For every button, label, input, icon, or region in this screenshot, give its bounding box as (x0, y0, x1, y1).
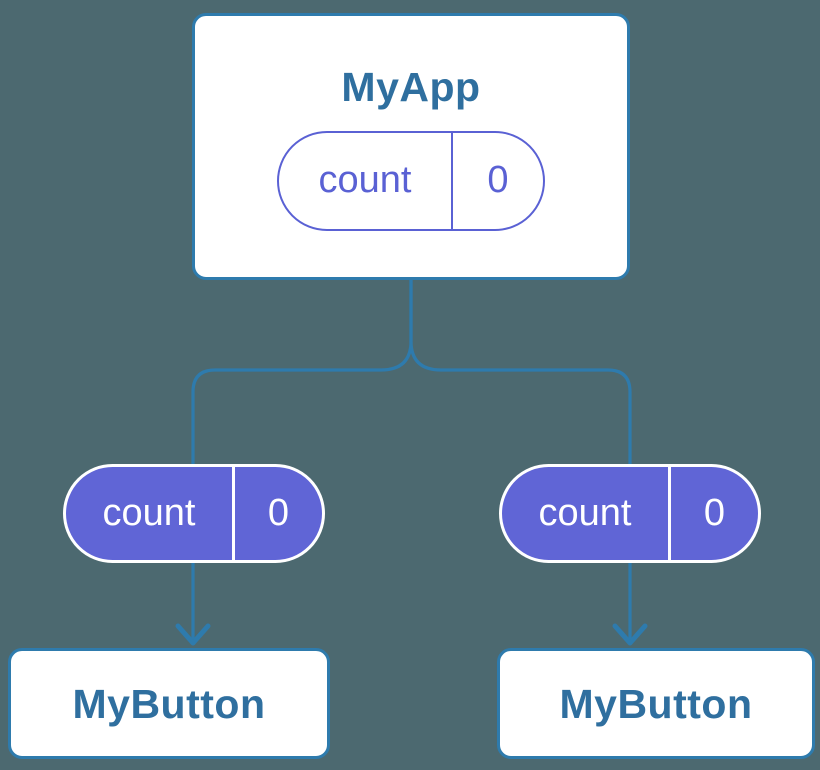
arrow-right-head-icon (612, 623, 648, 646)
branch-left-connector (191, 279, 413, 466)
myapp-title: MyApp (341, 63, 481, 110)
state-value-label: 0 (451, 132, 543, 229)
mybutton-node-left: MyButton (8, 648, 330, 759)
state-name-label: count (318, 159, 412, 201)
prop-name-label: count (538, 492, 632, 534)
mybutton-right-title: MyButton (559, 680, 753, 727)
arrow-left-head-icon (175, 623, 211, 646)
prop-name-label: count (102, 492, 196, 534)
mybutton-left-title: MyButton (72, 680, 266, 727)
prop-pill-left: count 0 (63, 464, 325, 563)
prop-value-label: 0 (668, 467, 758, 560)
mybutton-node-right: MyButton (497, 648, 815, 759)
myapp-node: MyApp count 0 (192, 13, 630, 280)
branch-right-connector (409, 279, 632, 466)
myapp-state-pill: count 0 (277, 130, 545, 231)
prop-pill-right: count 0 (499, 464, 761, 563)
prop-value-label: 0 (232, 467, 322, 560)
